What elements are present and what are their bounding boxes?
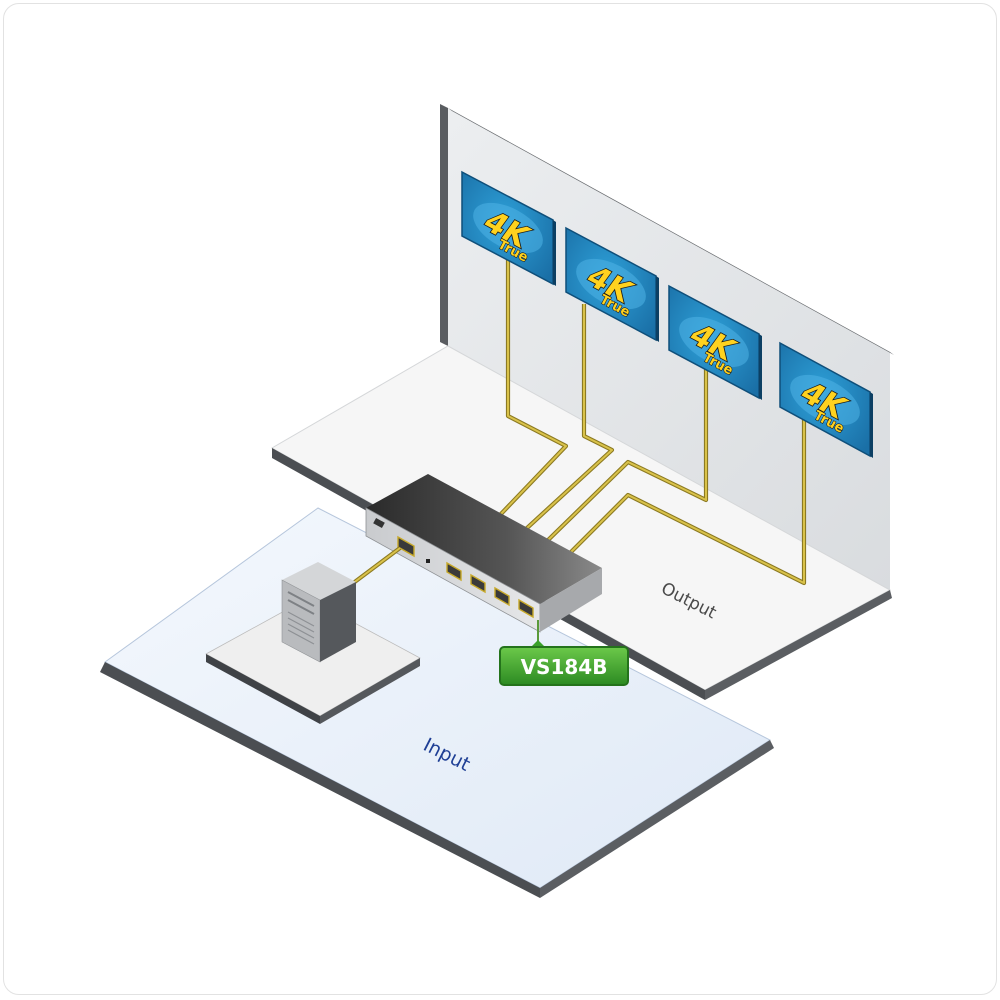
display-1: 4K True bbox=[461, 170, 556, 286]
tower-pc-icon bbox=[281, 562, 356, 663]
display-3: 4K True bbox=[668, 284, 762, 400]
hdmi-splitter-icon bbox=[365, 474, 602, 633]
device-model-text: VS184B bbox=[521, 655, 608, 679]
input-floor bbox=[100, 507, 774, 898]
device-model-label: VS184B bbox=[499, 620, 629, 686]
input-cable bbox=[350, 546, 402, 586]
display-2: 4K True bbox=[565, 226, 659, 342]
display-4: 4K True bbox=[779, 341, 873, 458]
output-cables bbox=[453, 252, 807, 599]
